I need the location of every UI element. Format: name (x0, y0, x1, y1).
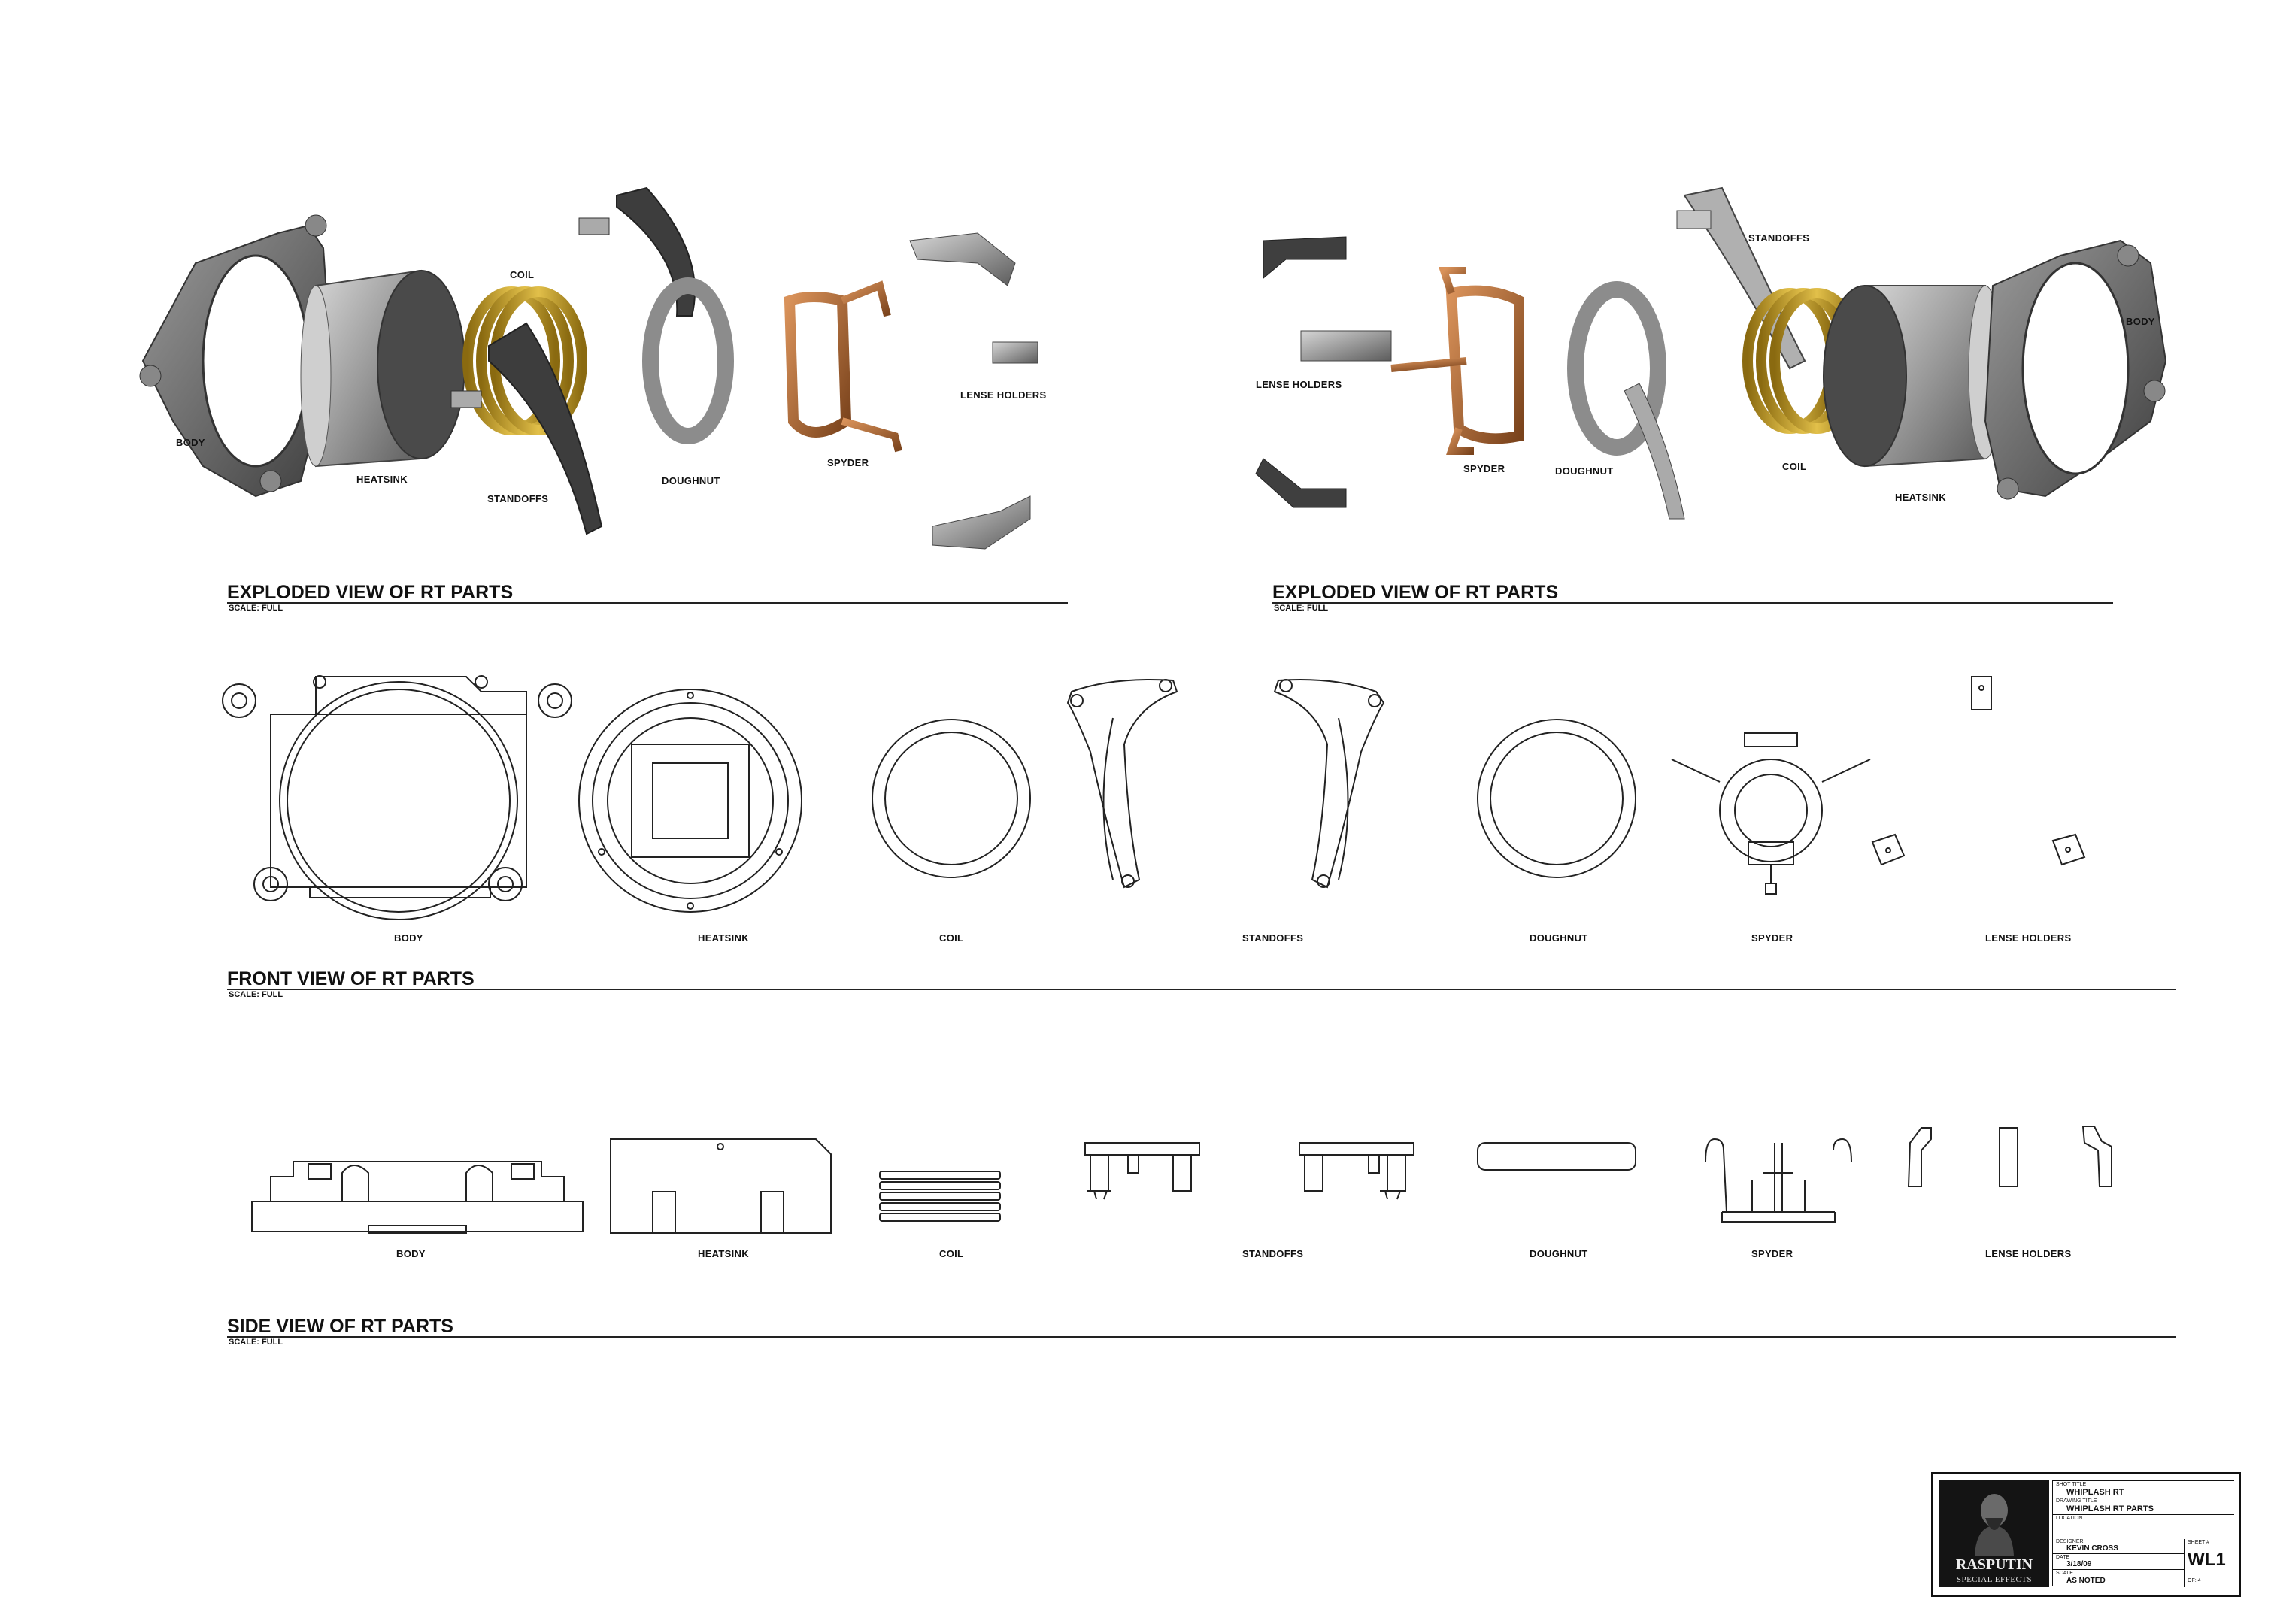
date-caption: DATE (2056, 1555, 2070, 1560)
standoffs-side-outline (1084, 1142, 1414, 1200)
label-standoffs: STANDOFFS (487, 493, 549, 504)
spyder-part-3d (784, 280, 902, 453)
exploded-view-right-drawing (1255, 186, 2167, 520)
body-front-outline (222, 675, 572, 920)
lense-holders-front-outline (1871, 676, 2086, 866)
spyder-side-outline (1705, 1138, 1852, 1223)
front-label-body: BODY (394, 932, 423, 944)
lense-holders-right-part-3d (1255, 236, 1392, 508)
side-label-spyder: SPYDER (1751, 1248, 1793, 1259)
designer-value: KEVIN CROSS (2066, 1544, 2118, 1553)
body-part-3d (139, 214, 332, 498)
exploded-left-scale: SCALE: FULL (229, 604, 283, 613)
label-spyder: SPYDER (827, 457, 869, 468)
front-scale: SCALE: FULL (229, 990, 283, 999)
project-row: SHOT TITLE WHIPLASH RT (2052, 1480, 2234, 1498)
label-body-right: BODY (2126, 316, 2155, 327)
location-row: LOCATION (2052, 1515, 2234, 1538)
label-lense-holders: LENSE HOLDERS (960, 389, 1047, 401)
logo-name: RASPUTIN (1955, 1556, 2033, 1573)
front-view-drawing (222, 675, 2086, 920)
drawing-row: DRAWING TITLE WHIPLASH RT PARTS (2052, 1498, 2234, 1515)
label-body: BODY (176, 437, 205, 448)
side-label-body: BODY (396, 1248, 426, 1259)
label-doughnut-right: DOUGHNUT (1555, 465, 1614, 477)
rasputin-logo: RASPUTIN SPECIAL EFFECTS (1939, 1480, 2049, 1587)
exploded-left-title: EXPLODED VIEW OF RT PARTS (227, 582, 514, 603)
side-label-standoffs: STANDOFFS (1242, 1248, 1304, 1259)
coil-front-outline (872, 719, 1031, 878)
heatsink-right-part-3d (1823, 285, 2003, 468)
side-label-coil: COIL (939, 1248, 964, 1259)
project-value: WHIPLASH RT (2066, 1488, 2124, 1497)
standoff-part-3d (450, 322, 603, 535)
side-label-lense-holders: LENSE HOLDERS (1985, 1248, 2072, 1259)
front-label-coil: COIL (939, 932, 964, 944)
side-view-drawing (251, 1126, 2112, 1234)
exploded-left-rule (227, 602, 1068, 604)
label-heatsink-right: HEATSINK (1895, 492, 1946, 503)
lense-holders-side-outline (1907, 1126, 2112, 1187)
location-caption: LOCATION (2056, 1516, 2083, 1521)
exploded-view-left-drawing (139, 186, 1038, 550)
logo-subtitle: SPECIAL EFFECTS (1956, 1575, 2033, 1584)
designer-caption: DESIGNER (2056, 1539, 2084, 1544)
project-caption: SHOT TITLE (2056, 1482, 2087, 1487)
doughnut-front-outline (1477, 719, 1636, 878)
body-right-part-3d (1984, 239, 2167, 500)
label-heatsink: HEATSINK (356, 474, 408, 485)
scale-caption: SCALE (2056, 1571, 2073, 1576)
side-label-heatsink: HEATSINK (698, 1248, 749, 1259)
date-value: 3/18/09 (2066, 1560, 2092, 1568)
side-scale: SCALE: FULL (229, 1338, 283, 1347)
label-coil-right: COIL (1782, 461, 1807, 472)
front-label-spyder: SPYDER (1751, 932, 1793, 944)
drawing-value: WHIPLASH RT PARTS (2066, 1504, 2154, 1513)
sheet-box: SHEET # WL1 OF: 4 (2184, 1539, 2234, 1587)
portrait-icon (1975, 1494, 2014, 1556)
heatsink-front-outline (578, 689, 802, 913)
title-block: RASPUTIN SPECIAL EFFECTS SHOT TITLE WHIP… (1931, 1472, 2241, 1597)
exploded-right-title: EXPLODED VIEW OF RT PARTS (1272, 582, 1559, 603)
coil-side-outline (879, 1171, 1001, 1222)
exploded-right-scale: SCALE: FULL (1274, 604, 1329, 613)
front-label-lense-holders: LENSE HOLDERS (1985, 932, 2072, 944)
standoff-right-part-3d (1676, 186, 1806, 370)
designer-row: DESIGNER KEVIN CROSS (2052, 1538, 2184, 1554)
label-coil: COIL (510, 269, 535, 280)
standoffs-front-outline (1066, 679, 1385, 889)
label-standoffs-right: STANDOFFS (1748, 232, 1810, 244)
doughnut-right-part-3d (1567, 281, 1666, 456)
label-doughnut: DOUGHNUT (662, 475, 720, 486)
lense-holders-part-3d (909, 232, 1038, 550)
doughnut-part-3d (642, 277, 734, 444)
front-label-standoffs: STANDOFFS (1242, 932, 1304, 944)
date-row: DATE 3/18/09 (2052, 1554, 2184, 1570)
doughnut-side-outline (1477, 1142, 1636, 1171)
heatsink-part-3d (300, 269, 465, 468)
scale-value: AS NOTED (2066, 1577, 2106, 1585)
sheet-of: OF: 4 (2188, 1578, 2201, 1583)
front-title: FRONT VIEW OF RT PARTS (227, 968, 475, 989)
side-label-doughnut: DOUGHNUT (1530, 1248, 1588, 1259)
side-title: SIDE VIEW OF RT PARTS (227, 1316, 453, 1337)
spyder-front-outline (1671, 732, 1871, 895)
sheet-caption: SHEET # (2188, 1540, 2210, 1545)
label-lense-holders-right: LENSE HOLDERS (1256, 379, 1342, 390)
sheet-number: WL1 (2188, 1550, 2226, 1570)
body-side-outline (251, 1161, 584, 1234)
standoff-right-lower-part-3d (1624, 383, 1685, 520)
exploded-right-rule (1272, 602, 2113, 604)
side-rule (227, 1336, 2176, 1338)
drawing-caption: DRAWING TITLE (2056, 1498, 2097, 1504)
front-rule (227, 989, 2176, 990)
spyder-right-part-3d (1390, 267, 1524, 455)
label-spyder-right: SPYDER (1463, 463, 1505, 474)
heatsink-side-outline (610, 1138, 832, 1234)
front-label-heatsink: HEATSINK (698, 932, 749, 944)
front-label-doughnut: DOUGHNUT (1530, 932, 1588, 944)
scale-row: SCALE AS NOTED (2052, 1570, 2184, 1586)
